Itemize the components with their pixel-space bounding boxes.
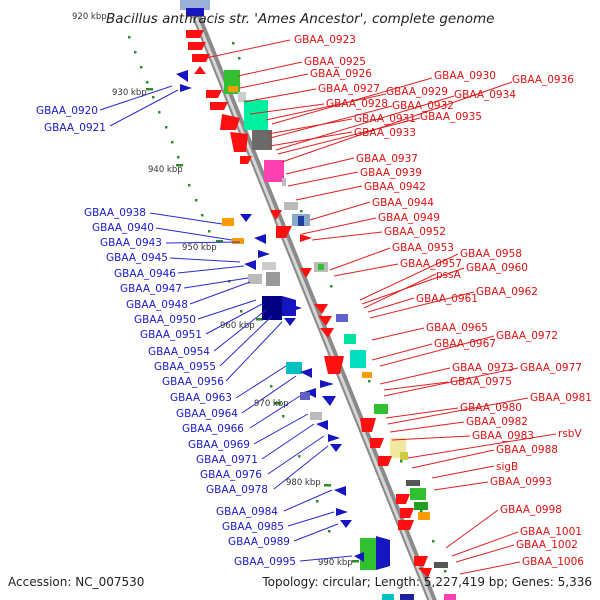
reverse-strand-labels: GBAA_0920 GBAA_0921 GBAA_0938 GBAA_0940 …	[36, 105, 296, 568]
gene-label[interactable]: GBAA_0933	[354, 127, 416, 139]
gene-label[interactable]: GBAA_0960	[466, 262, 528, 274]
gene-label[interactable]: GBAA_0956	[162, 376, 224, 388]
gene-label[interactable]: GBAA_0954	[148, 346, 210, 358]
gene-label[interactable]: GBAA_0943	[100, 237, 162, 249]
gene-label[interactable]: GBAA_0977	[520, 362, 582, 374]
gene-label[interactable]: GBAA_0926	[310, 68, 372, 80]
scale-tick-label: 960 kbp	[220, 321, 255, 331]
scale-tick-label: 980 kbp	[286, 478, 321, 488]
gene-label[interactable]: GBAA_0980	[460, 402, 522, 414]
gene-label[interactable]: GBAA_0942	[364, 181, 426, 193]
gene-label[interactable]: GBAA_0961	[416, 293, 478, 305]
gene-label[interactable]: GBAA_1001	[520, 526, 582, 538]
gene-label[interactable]: GBAA_0963	[170, 392, 232, 404]
gene-label[interactable]: GBAA_0948	[126, 299, 188, 311]
gene-label[interactable]: GBAA_0969	[188, 439, 250, 451]
gene-label[interactable]: GBAA_0955	[154, 361, 216, 373]
gene-label[interactable]: GBAA_0973	[452, 362, 514, 374]
gene-label[interactable]: GBAA_0981	[530, 392, 592, 404]
gene-label[interactable]: GBAA_0975	[450, 376, 512, 388]
gene-label[interactable]: GBAA_0921	[44, 122, 106, 134]
gene-label[interactable]: GBAA_0965	[426, 322, 488, 334]
gene-label[interactable]: GBAA_0958	[460, 248, 522, 260]
gene-label[interactable]: GBAA_0935	[420, 111, 482, 123]
gene-label[interactable]: GBAA_1006	[522, 556, 584, 568]
gene-label[interactable]: sigB	[496, 461, 518, 473]
gene-label[interactable]: GBAA_0982	[466, 416, 528, 428]
gene-label[interactable]: GBAA_0925	[304, 56, 366, 68]
gene-label[interactable]: GBAA_0946	[114, 268, 176, 280]
map-title: Bacillus anthracis str. 'Ames Ancestor',…	[106, 11, 494, 27]
gene-label[interactable]: GBAA_0938	[84, 207, 146, 219]
gene-label[interactable]: GBAA_0984	[216, 506, 278, 518]
gene-label[interactable]: GBAA_0952	[384, 226, 446, 238]
gene-label[interactable]: GBAA_0950	[134, 314, 196, 326]
gene-label[interactable]: GBAA_0971	[196, 454, 258, 466]
gene-label[interactable]: GBAA_0928	[326, 98, 388, 110]
gene-label[interactable]: GBAA_0951	[140, 329, 202, 341]
scale-tick-label: 930 kbp	[112, 88, 147, 98]
gene-label[interactable]: GBAA_0972	[496, 330, 558, 342]
scale-tick-label: 920 kbp	[72, 12, 107, 22]
gene-label[interactable]: GBAA_0953	[392, 242, 454, 254]
gene-label[interactable]: GBAA_0964	[176, 408, 238, 420]
gene-label[interactable]: GBAA_0934	[454, 89, 516, 101]
gene-label[interactable]: GBAA_0936	[512, 74, 574, 86]
gene-label[interactable]: GBAA_0998	[500, 504, 562, 516]
gene-label[interactable]: GBAA_0983	[472, 430, 534, 442]
gene-label[interactable]: GBAA_0967	[434, 338, 496, 350]
scale-tick-label: 950 kbp	[182, 243, 217, 253]
gene-label[interactable]: GBAA_0930	[434, 70, 496, 82]
gene-label[interactable]: GBAA_0976	[200, 469, 262, 481]
gene-label[interactable]: GBAA_0947	[120, 283, 182, 295]
gene-label[interactable]: pssA	[436, 269, 462, 281]
scale-tick-label: 990 kbp	[318, 558, 353, 568]
forward-strand-leaders	[205, 39, 557, 575]
gene-label[interactable]: GBAA_1002	[516, 539, 578, 551]
accession-text: Accession: NC_007530	[8, 575, 144, 589]
gene-label[interactable]: GBAA_0957	[400, 258, 462, 270]
gene-label[interactable]: GBAA_0945	[106, 252, 168, 264]
gene-label[interactable]: GBAA_0927	[318, 83, 380, 95]
gene-label[interactable]: GBAA_0995	[234, 556, 296, 568]
scale-tick-label: 970 kbp	[254, 399, 289, 409]
gene-label[interactable]: GBAA_0966	[182, 423, 244, 435]
scale-labels: 920 kbp 930 kbp 940 kbp 950 kbp 960 kbp …	[72, 12, 353, 568]
gene-label[interactable]: GBAA_0923	[294, 34, 356, 46]
gene-label[interactable]: GBAA_0931	[354, 113, 416, 125]
gene-label[interactable]: GBAA_0962	[476, 286, 538, 298]
scale-tick-label: 940 kbp	[148, 165, 183, 175]
gene-label[interactable]: GBAA_0932	[392, 100, 454, 112]
gene-label[interactable]: GBAA_0989	[228, 536, 290, 548]
genome-summary-text: Topology: circular; Length: 5,227,419 bp…	[261, 575, 592, 589]
gene-features	[176, 0, 456, 600]
reverse-strand-leaders	[99, 85, 353, 562]
gene-label[interactable]: GBAA_0985	[222, 521, 284, 533]
gene-label[interactable]: GBAA_0937	[356, 153, 418, 165]
gene-label[interactable]: GBAA_0929	[386, 86, 448, 98]
gene-label[interactable]: GBAA_0920	[36, 105, 98, 117]
forward-strand-labels: GBAA_0923 GBAA_0925 GBAA_0926 GBAA_0927 …	[294, 34, 592, 568]
gene-label[interactable]: GBAA_0949	[378, 212, 440, 224]
gene-label[interactable]: GBAA_0978	[206, 484, 268, 496]
gene-label[interactable]: rsbV	[558, 428, 582, 440]
gene-label[interactable]: GBAA_0939	[360, 167, 422, 179]
gene-label[interactable]: GBAA_0993	[490, 476, 552, 488]
gene-label[interactable]: GBAA_0944	[372, 197, 434, 209]
gene-label[interactable]: GBAA_0940	[92, 222, 154, 234]
gene-label[interactable]: GBAA_0988	[496, 444, 558, 456]
